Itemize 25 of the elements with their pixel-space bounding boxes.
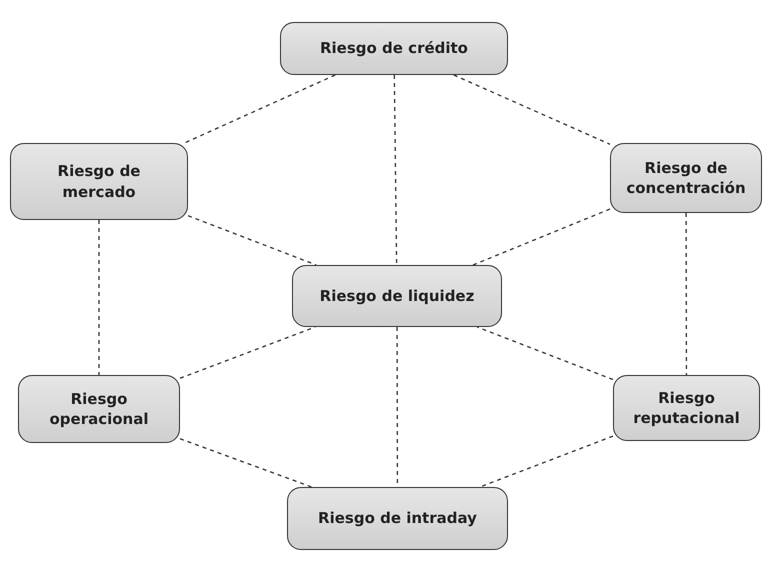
dashed-connector [476, 326, 614, 380]
risk-box [287, 487, 508, 550]
risk-box [10, 143, 188, 220]
risk-label: Riesgo de crédito [320, 38, 468, 59]
risk-box [613, 375, 760, 441]
risk-label: Riesgo reputacional [632, 388, 741, 428]
risk-label: Riesgo de liquidez [320, 286, 474, 306]
dashed-connector [480, 436, 614, 488]
dashed-connector [98, 220, 100, 375]
risk-box [292, 265, 502, 327]
risk-label: Riesgo de mercado [56, 161, 142, 202]
dashed-connector [188, 215, 317, 266]
risk-box [280, 22, 508, 75]
dashed-connector [685, 213, 688, 375]
dashed-connector [394, 75, 398, 265]
risk-label: Riesgo operacional [48, 388, 150, 430]
dashed-connector [454, 74, 610, 145]
risk-label: Riesgo de intraday [318, 508, 477, 529]
dashed-connector [180, 438, 312, 488]
risk-label: Riesgo de concentración [625, 158, 747, 198]
dashed-connector [180, 326, 316, 379]
dashed-connector [184, 74, 336, 144]
dashed-connector [472, 208, 610, 266]
risk-box [18, 375, 180, 443]
risk-box [610, 143, 762, 213]
